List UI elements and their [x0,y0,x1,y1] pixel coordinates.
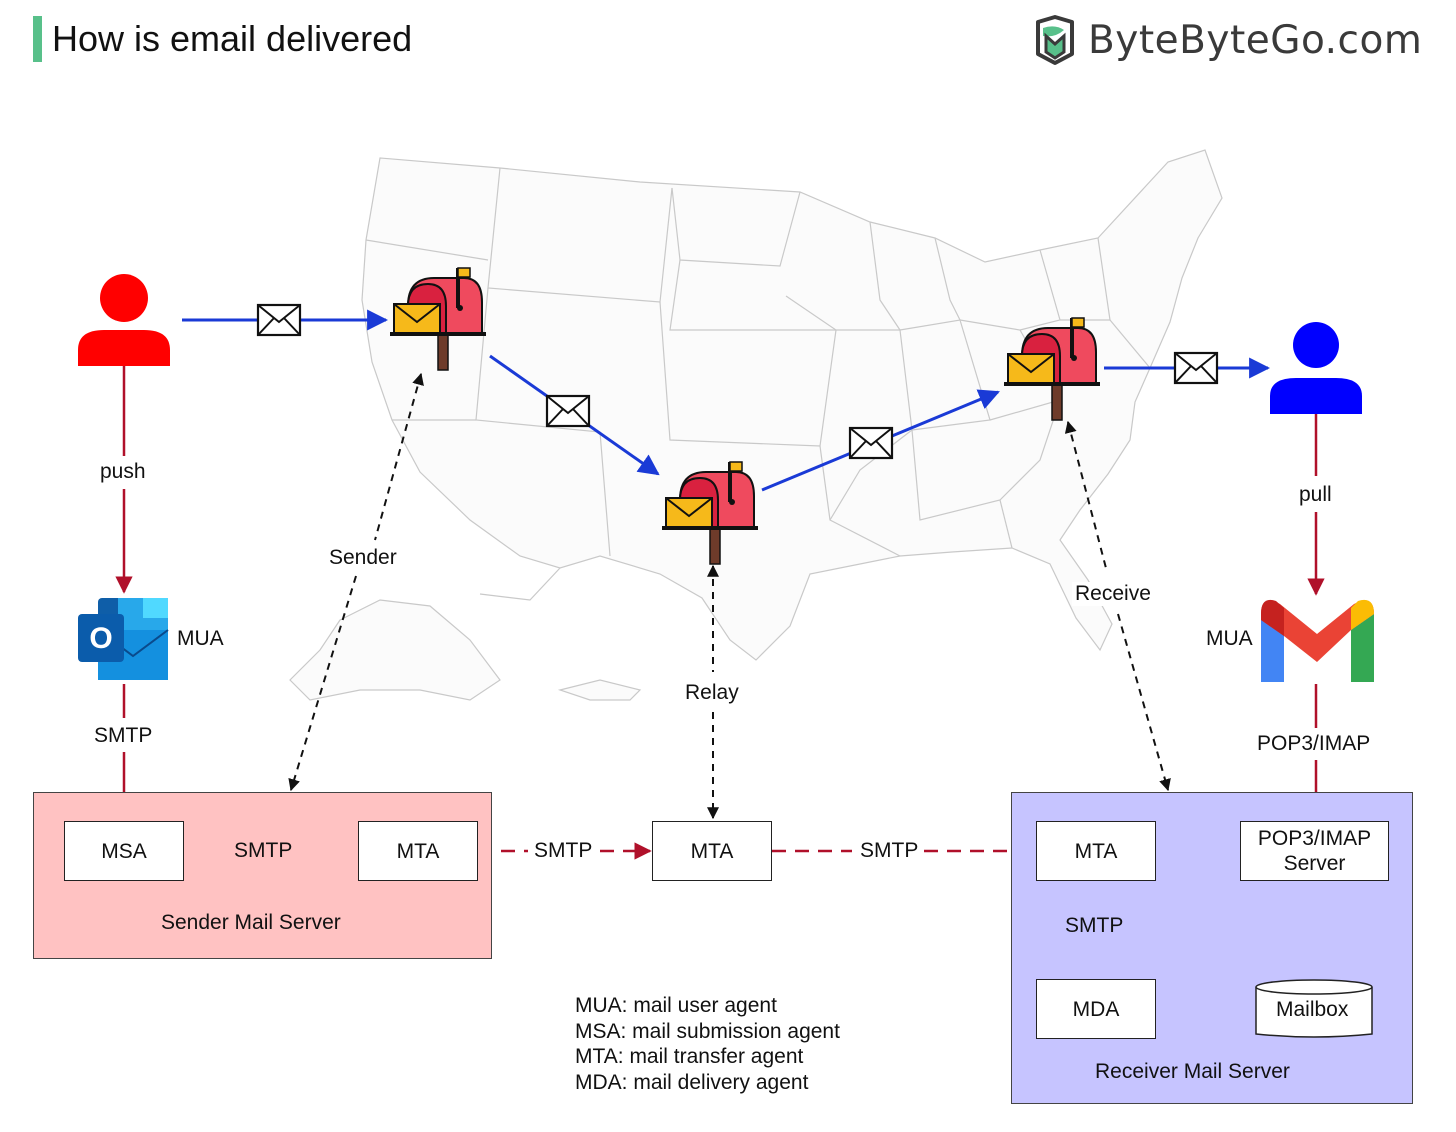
receiver-person-icon [1270,322,1362,414]
sender-link-label: Sender [326,546,400,570]
receiver-mta-box: MTA [1036,821,1156,881]
svg-text:O: O [89,622,112,655]
mda-label: MDA [1072,997,1120,1021]
smtp-mta-mda-label: SMTP [1065,914,1124,937]
sender-mta-box: MTA [358,821,478,881]
pop3-imap-server-label-line2: Server [1283,852,1346,875]
relay-link-label: Relay [682,681,742,705]
envelope-icon [256,303,302,337]
receiver-server-title: Receiver Mail Server [1095,1060,1290,1083]
sender-server-title: Sender Mail Server [161,911,341,934]
smtp-to-receiver-label: SMTP [857,839,922,863]
msa-box: MSA [64,821,184,881]
dashed-links [288,372,1171,820]
legend-item: MDA: mail delivery agent [575,1070,809,1094]
relay-mta-label: MTA [690,839,734,863]
gmail-icon [1261,599,1374,682]
brand: ByteByteGo.com [1034,12,1422,68]
envelope-icon [1173,351,1219,385]
mda-box: MDA [1036,979,1156,1039]
relay-mta-box: MTA [652,821,772,881]
smtp-to-relay-label: SMTP [531,839,596,863]
bytebytego-logo-icon [1036,15,1074,65]
msa-label: MSA [101,839,147,863]
brand-name: ByteByteGo.com [1088,17,1423,63]
receive-link-label: Receive [1072,582,1154,606]
sender-mua-label: MUA [177,627,224,650]
pop3-imap-server-label-line1: POP3/IMAP [1257,827,1372,850]
mailbox-cylinder [1255,979,1373,1038]
envelope-icon [545,394,591,428]
legend: MUA: mail user agent MSA: mail submissio… [575,993,840,1095]
envelope-icon [848,426,894,460]
pull-label: pull [1296,483,1335,507]
receiver-mua-label: MUA [1206,627,1253,650]
legend-item: MTA: mail transfer agent [575,1045,804,1068]
sender-person-icon [78,274,170,366]
us-map [289,149,1223,701]
title-accent-bar [33,16,42,62]
mailbox-label: Mailbox [1276,998,1349,1021]
pop3-imap-server-box: POP3/IMAP Server [1240,821,1389,881]
legend-item: MUA: mail user agent [575,994,777,1017]
page-title: How is email delivered [52,18,413,59]
smtp-msa-mta-label: SMTP [234,839,293,862]
push-label: push [97,460,149,484]
sender-smtp-label: SMTP [91,724,156,748]
outlook-icon: O [78,598,169,680]
receiver-protocol-label: POP3/IMAP [1254,732,1374,756]
receiver-mta-label: MTA [1074,839,1118,863]
sender-mta-label: MTA [396,839,440,863]
legend-item: MSA: mail submission agent [575,1019,840,1043]
